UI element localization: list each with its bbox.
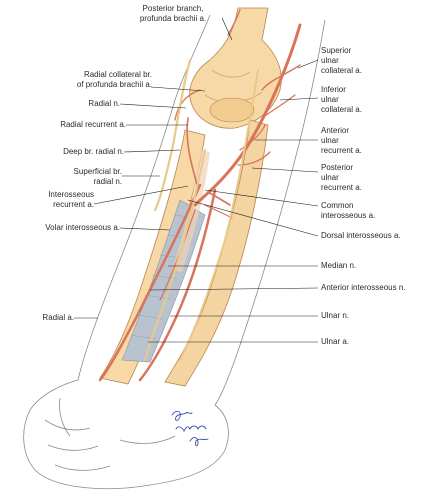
label-posterior-branch: Posterior branch, profunda brachii a. [139,4,207,23]
label-radial-a: Radial a. [42,313,74,322]
label-common-interosseous: Common interosseous a. [321,201,376,220]
humerus-bone [189,7,282,129]
label-median-n: Median n. [321,261,357,270]
label-anterior-ulnar-recurrent: Anterior ulnar recurrent a. [321,126,362,155]
label-radial-n: Radial n. [88,99,120,108]
nerves [144,58,259,361]
label-inferior-ulnar-collateral: Inferior ulnar collateral a. [321,85,362,114]
leader-lines [74,17,319,343]
label-anterior-interosseous-n: Anterior interosseous n. [321,283,406,292]
label-radial-collateral: Radial collateral br. of profunda brachi… [76,70,152,89]
label-posterior-ulnar-recurrent: Posterior ulnar recurrent a. [321,163,362,192]
artist-signature [171,410,209,447]
label-dorsal-interosseous: Dorsal interosseous a. [321,231,401,240]
label-ulnar-n: Ulnar n. [321,311,350,320]
label-interosseous-recurrent: Interosseous recurrent a. [48,190,94,209]
label-ulnar-a: Ulnar a. [321,337,350,346]
label-superficial-br-radial: Superficial br. radial n. [73,167,122,186]
label-deep-br-radial: Deep br. radial n. [63,147,124,156]
label-volar-interosseous: Volar interosseous a. [45,223,120,232]
label-superior-ulnar-collateral: Superior ulnar collateral a. [321,46,362,75]
label-radial-recurrent: Radial recurrent a. [60,120,126,129]
